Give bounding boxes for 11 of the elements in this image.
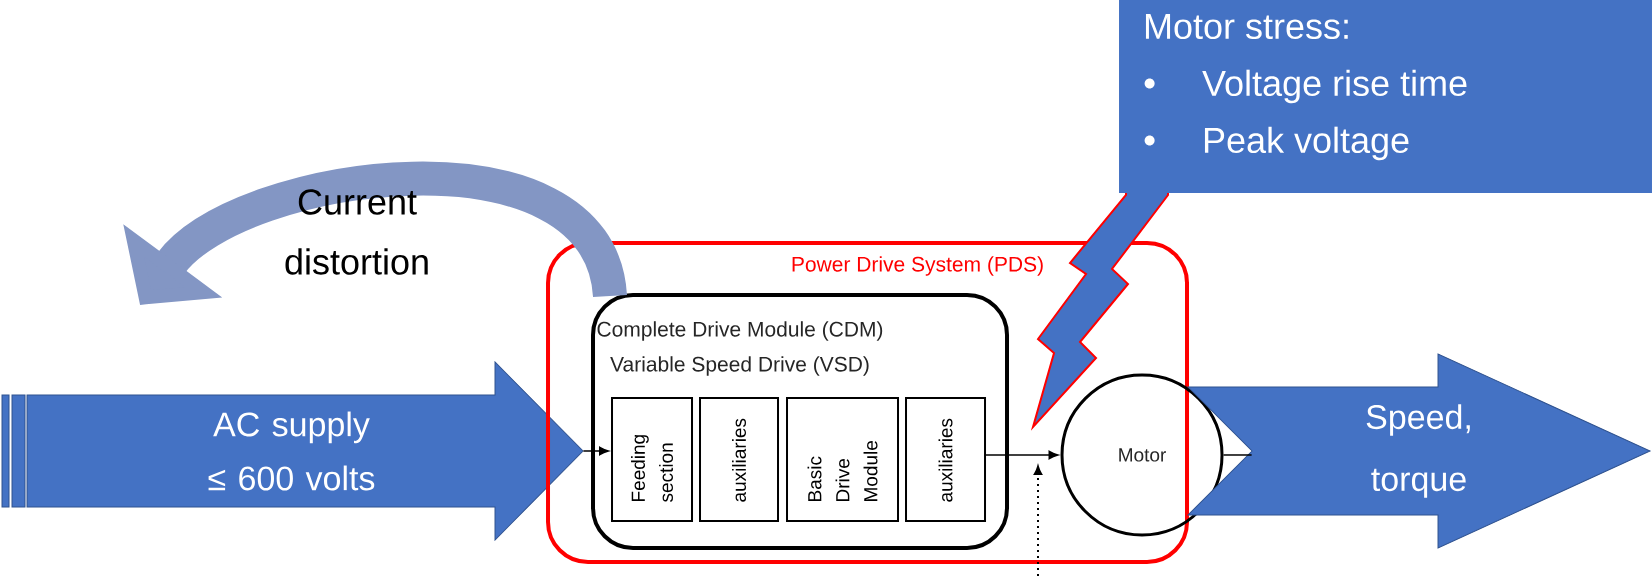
node-label: Peak voltage xyxy=(1204,126,1409,161)
edge-label: Current distortion xyxy=(285,189,428,275)
node-label: Motor stress: xyxy=(1145,13,1348,40)
arrow xyxy=(582,446,609,456)
component-box: auxiliaries xyxy=(905,397,986,522)
component-box: Feeding section xyxy=(611,397,693,522)
component-box: auxiliaries xyxy=(699,397,779,522)
component-box: Basic Drive Module xyxy=(786,397,899,522)
arrow-shaped-box: Speed, torque xyxy=(1187,353,1651,549)
node-label: Voltage rise time xyxy=(1202,69,1467,104)
arrow xyxy=(985,450,1059,460)
